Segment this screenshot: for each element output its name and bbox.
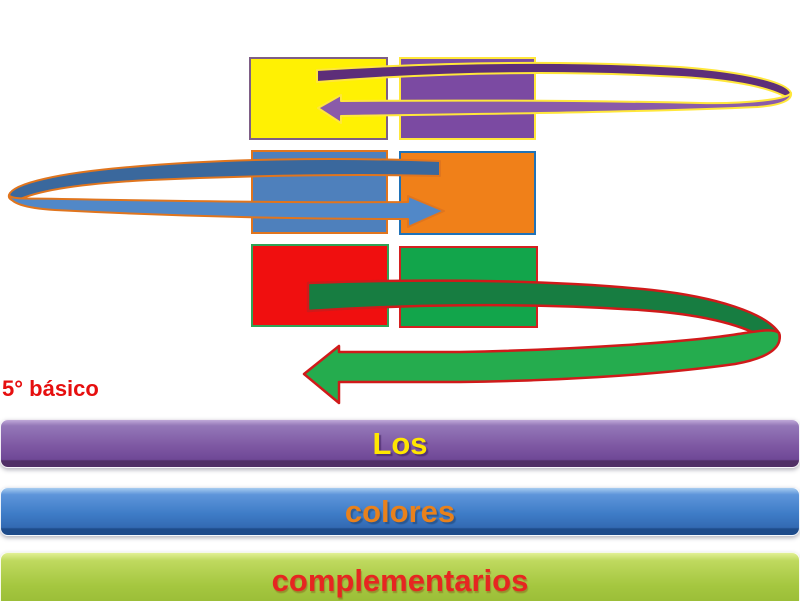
- blue-arrow: [7, 158, 445, 228]
- green-arrow-return-band: [302, 329, 781, 405]
- banner-colores: colores: [0, 487, 800, 536]
- banner-colores-label: colores: [344, 494, 456, 529]
- purple-arrow: [316, 62, 793, 124]
- banner-complementarios-label: complementarios: [271, 562, 529, 598]
- banner-los: Los: [0, 419, 800, 468]
- banner-los-label: Los: [372, 426, 428, 461]
- purple-arrow-return-band: [317, 92, 793, 124]
- green-arrow: [302, 279, 781, 405]
- purple-arrow-outbound-band: [316, 62, 792, 98]
- blue-arrow-return-band: [8, 194, 445, 228]
- banner-complementarios: complementarios: [0, 552, 800, 601]
- grade-label: 5° básico: [2, 376, 99, 401]
